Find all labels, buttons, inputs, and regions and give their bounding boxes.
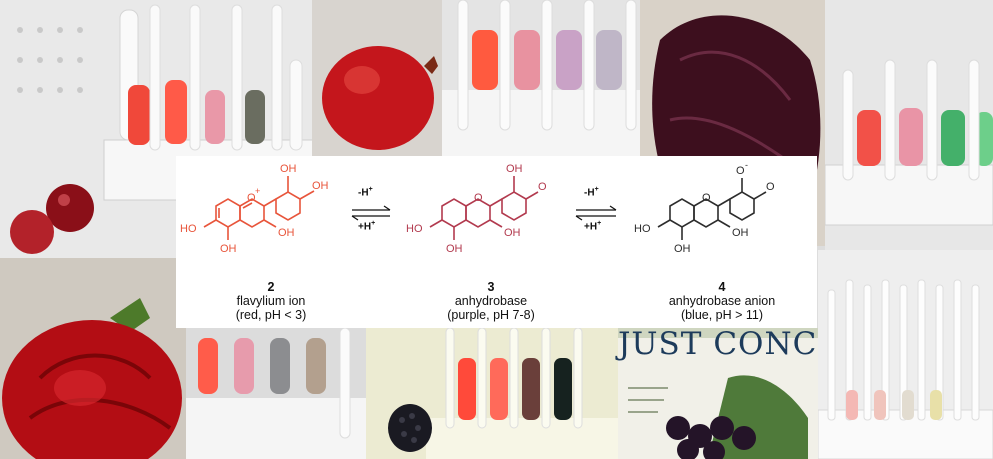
compound-2-oh-top: OH bbox=[280, 163, 297, 175]
arrow-1-back-label: +H+ bbox=[358, 220, 376, 233]
compound-2-structure bbox=[203, 176, 315, 240]
compound-2-ho: HO bbox=[180, 223, 197, 235]
compound-2-label: 2 flavylium ion (red, pH < 3) bbox=[196, 280, 346, 322]
equilibrium-arrows-1 bbox=[351, 205, 391, 221]
compound-3-ho: HO bbox=[406, 223, 423, 235]
photo-test-tubes-center bbox=[442, 0, 640, 156]
compound-3-name: anhydrobase bbox=[454, 294, 528, 308]
compound-4-number: 4 bbox=[718, 280, 726, 294]
compound-2-number: 2 bbox=[267, 280, 275, 294]
compound-3-label: 3 anhydrobase (purple, pH 7-8) bbox=[416, 280, 566, 322]
reaction-scheme-structures: OH OH HO OH OH O + bbox=[180, 160, 775, 255]
photo-test-tubes-green bbox=[825, 0, 993, 250]
photo-tube-rack-pale bbox=[818, 250, 993, 459]
photo-test-tubes-bottom-left bbox=[186, 328, 366, 459]
compound-3-number: 3 bbox=[487, 280, 495, 294]
arrow-2-forward-label: -H+ bbox=[584, 186, 599, 199]
compound-2-plus-charge: + bbox=[255, 186, 260, 196]
compound-4-structure bbox=[657, 178, 767, 240]
compound-2-o-plus: O bbox=[247, 192, 256, 204]
equilibrium-arrows-2 bbox=[575, 205, 617, 221]
compound-3-oh-bottom: OH bbox=[446, 243, 463, 255]
compound-4-o-minus: O bbox=[736, 165, 745, 177]
compound-3-o-keto: O bbox=[538, 181, 547, 193]
photo-juice-bottle bbox=[618, 328, 818, 459]
compound-2-oh-bottom: OH bbox=[220, 243, 237, 255]
compound-4-name: anhydrobase anion bbox=[668, 294, 776, 308]
compound-2-oh-3: OH bbox=[278, 227, 295, 239]
photo-blackberry-tubes bbox=[366, 328, 618, 459]
arrow-2-back-label: +H+ bbox=[584, 220, 602, 233]
arrow-1-forward-label: -H+ bbox=[358, 186, 373, 199]
photo-rose bbox=[0, 258, 186, 459]
compound-4-minus-charge: - bbox=[745, 160, 748, 170]
compound-2-name: flavylium ion bbox=[236, 294, 306, 308]
compound-4-oh-bottom: OH bbox=[674, 243, 691, 255]
compound-3-structure bbox=[429, 176, 539, 240]
compound-2-oh-right: OH bbox=[312, 180, 329, 192]
compound-4-o-ring: O bbox=[702, 192, 711, 204]
juice-bottle-label: JUST CONCO bbox=[618, 326, 844, 362]
compound-4-oh-3: OH bbox=[732, 227, 749, 239]
compound-3-condition: (purple, pH 7-8) bbox=[447, 308, 535, 322]
compound-3-oh-top: OH bbox=[506, 163, 523, 175]
compound-3-o-ring: O bbox=[474, 192, 483, 204]
photo-pomegranate bbox=[312, 0, 442, 156]
compound-4-condition: (blue, pH > 11) bbox=[680, 308, 764, 322]
compound-2-condition: (red, pH < 3) bbox=[235, 308, 307, 322]
reaction-scheme-panel: OH OH HO OH OH O + bbox=[176, 156, 817, 328]
compound-4-ho: HO bbox=[634, 223, 651, 235]
compound-3-oh-3: OH bbox=[504, 227, 521, 239]
compound-4-label: 4 anhydrobase anion (blue, pH > 11) bbox=[642, 280, 802, 322]
compound-4-o-keto: O bbox=[766, 181, 775, 193]
